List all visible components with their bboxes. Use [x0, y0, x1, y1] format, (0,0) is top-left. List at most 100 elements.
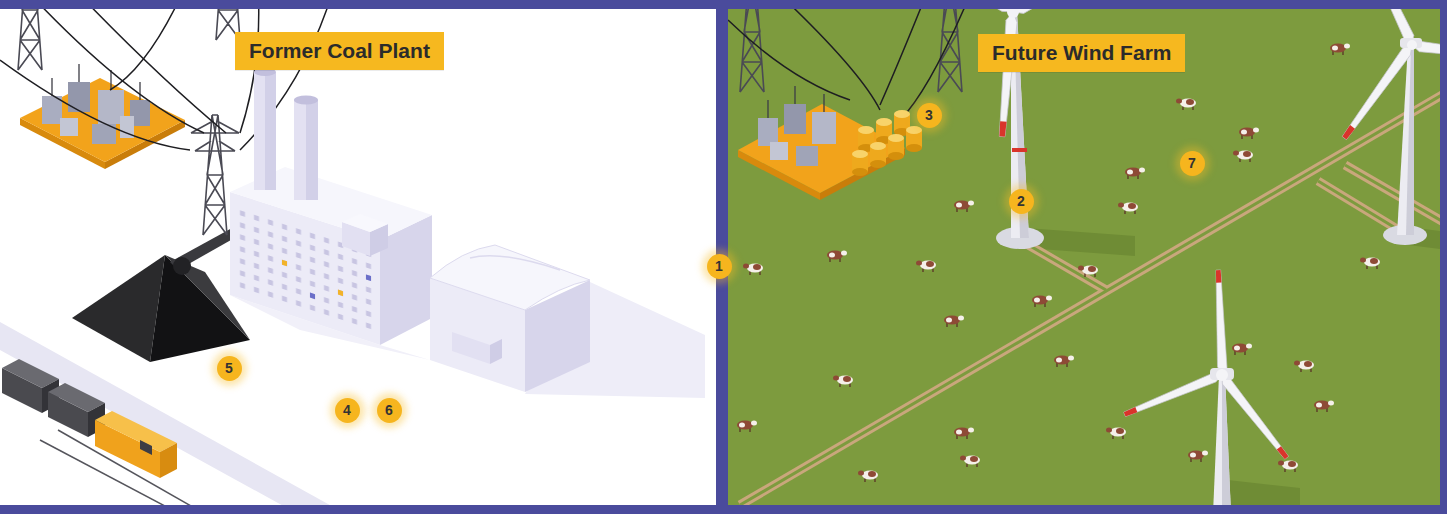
wind-turbine: [996, 11, 1018, 137]
cow: [954, 428, 974, 440]
panel-title-text: Future Wind Farm: [992, 41, 1171, 64]
substation: [78, 64, 79, 82]
panel-frame: [1440, 0, 1447, 514]
power-plant-building: [294, 96, 318, 105]
callout-number: 5: [225, 360, 233, 376]
power-plant-building: [310, 293, 315, 300]
substation: [767, 100, 768, 118]
wind-turbine: [1218, 372, 1290, 461]
cow: [960, 456, 980, 468]
substation: [51, 78, 52, 96]
power-plant-building: [230, 68, 432, 345]
callout-badge: 1: [707, 254, 732, 279]
wind-turbine: [1340, 42, 1416, 141]
cow: [1314, 401, 1334, 413]
illustration-panel: Former Coal Plant: [0, 9, 716, 505]
power-line: [728, 20, 850, 100]
substation: [812, 112, 836, 144]
callout-number: 4: [343, 402, 351, 418]
access-road: [1345, 165, 1440, 224]
substation: [60, 118, 78, 136]
battery-storage: [852, 150, 868, 176]
access-road: [1318, 181, 1402, 232]
coal-pile: [173, 257, 191, 275]
power-pylon: [728, 9, 974, 92]
power-plant-building: [265, 72, 276, 190]
wind-turbine: [1222, 375, 1231, 505]
wind-turbine: [1214, 270, 1227, 375]
substation: [52, 64, 140, 100]
coal-plant-scene: [0, 9, 716, 505]
cow: [827, 251, 847, 263]
cow: [944, 316, 964, 328]
wind-turbine: [1007, 9, 1019, 18]
panel-title: Future Wind Farm: [978, 34, 1185, 72]
turbine-hall: [470, 256, 560, 270]
battery-storage: [906, 126, 922, 152]
wind-turbine: [1011, 9, 1127, 18]
substation: [768, 86, 824, 118]
cow: [1106, 428, 1126, 440]
cow: [1125, 168, 1145, 180]
cow: [743, 264, 763, 276]
cow: [954, 201, 974, 213]
power-plant-building: [366, 274, 371, 281]
cow: [916, 261, 936, 273]
power-pylon: [6, 9, 54, 70]
battery-storage: [888, 134, 904, 160]
panel-title-text: Former Coal Plant: [249, 39, 430, 62]
coal-pile: [72, 255, 165, 362]
substation: [110, 70, 111, 90]
callout-number: 1: [715, 258, 723, 274]
power-line: [775, 9, 880, 110]
power-plant-building: [282, 260, 287, 267]
power-pylon: [6, 9, 252, 235]
callout-number: 7: [1188, 155, 1196, 171]
turbine-shadow: [1026, 226, 1440, 505]
cow: [858, 471, 878, 483]
cow: [1118, 203, 1138, 215]
power-pylon: [926, 9, 974, 92]
substation: [796, 146, 818, 166]
turbine-hall: [430, 245, 590, 310]
substation: [68, 82, 90, 112]
coal-train: [160, 443, 177, 478]
power-pylon: [728, 9, 776, 92]
panel-title: Former Coal Plant: [235, 32, 444, 70]
callout-badge: 6: [377, 398, 402, 423]
cow: [1176, 99, 1196, 111]
coal-train: [95, 411, 177, 452]
callout-badge: 7: [1180, 151, 1205, 176]
substation: [738, 104, 905, 193]
wind-turbine: [1407, 40, 1417, 50]
cow: [833, 376, 853, 388]
access-road: [1025, 243, 1106, 290]
cow: [1233, 151, 1253, 163]
substation: [770, 142, 788, 160]
cow: [1278, 461, 1298, 473]
cow: [1294, 361, 1314, 373]
cow: [1054, 356, 1074, 368]
substation: [823, 94, 824, 112]
wind-turbine: [1012, 148, 1027, 152]
power-line: [880, 9, 928, 105]
power-line: [0, 9, 330, 150]
wind-farm-scene: [728, 9, 1440, 505]
battery-storage: [870, 142, 886, 168]
wind-turbine: [1123, 370, 1224, 418]
turbine-hall: [452, 332, 490, 364]
substation: [139, 82, 140, 100]
coal-pile: [72, 228, 250, 362]
power-line: [6, 9, 204, 133]
callout-number: 3: [925, 107, 933, 123]
callout-badge: 2: [1009, 189, 1034, 214]
substation: [20, 64, 185, 169]
turbine-shadow: [1228, 480, 1300, 505]
power-plant-building: [338, 290, 343, 297]
power-line: [728, 9, 972, 120]
power-plant-building: [342, 214, 388, 232]
cow: [737, 421, 757, 433]
illustration-panel: Future Wind Farm: [728, 9, 1440, 505]
